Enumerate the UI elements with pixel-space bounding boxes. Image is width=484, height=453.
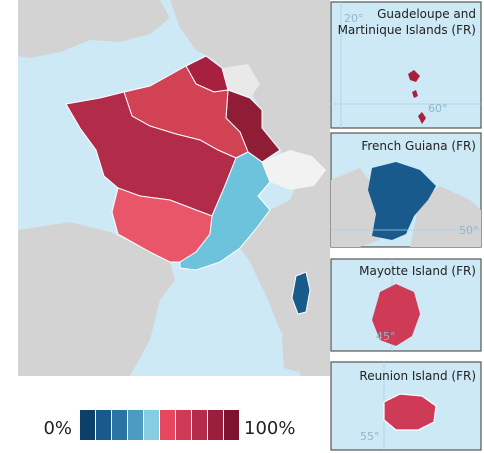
guadeloupe-island xyxy=(408,70,420,82)
reunion-island xyxy=(383,393,437,431)
color-legend: 0% 100% xyxy=(43,410,295,440)
main-map xyxy=(18,0,330,376)
legend-cell xyxy=(144,410,159,440)
inset-title: Mayotte Island (FR) xyxy=(359,264,476,278)
legend-min-label: 0% xyxy=(43,418,72,439)
legend-cell xyxy=(176,410,191,440)
graticule-label: 60° xyxy=(428,102,448,115)
french-guiana-territory xyxy=(368,162,436,240)
legend-cell xyxy=(192,410,207,440)
graticule-label: 50° xyxy=(459,224,479,237)
inset-guadeloupe-martinique: 20° 60° Guadeloupe and Martinique Island… xyxy=(330,1,482,129)
neighbor-land-east xyxy=(170,0,330,376)
graticule-label: 55° xyxy=(360,430,380,443)
neighbor-land xyxy=(331,168,380,247)
graticule-label: 45° xyxy=(376,330,396,343)
inset-title: French Guiana (FR) xyxy=(361,139,476,153)
inset-title: Guadeloupe and xyxy=(377,7,476,21)
guadeloupe-island-small xyxy=(412,90,418,98)
switzerland-land xyxy=(262,150,326,190)
legend-cell xyxy=(128,410,143,440)
martinique-island xyxy=(418,112,426,124)
legend-cell xyxy=(224,410,239,440)
inset-reunion: 55° Reunion Island (FR) xyxy=(330,361,482,451)
spain-land xyxy=(18,222,175,376)
legend-max-label: 100% xyxy=(244,418,295,439)
legend-cell xyxy=(208,410,223,440)
region-corsica xyxy=(291,271,311,315)
legend-cell xyxy=(80,410,95,440)
inset-frame xyxy=(330,1,482,129)
graticule-label: 20° xyxy=(344,12,364,25)
inset-title: Reunion Island (FR) xyxy=(359,369,476,383)
neighbor-land xyxy=(410,186,481,247)
inset-title: Martinique Islands (FR) xyxy=(338,23,476,37)
legend-cell xyxy=(112,410,127,440)
inset-mayotte: 45° Mayotte Island (FR) xyxy=(330,258,482,352)
uk-landmass xyxy=(18,0,170,58)
mayotte-island xyxy=(372,284,420,346)
region-southeast xyxy=(179,151,271,271)
legend-scale xyxy=(80,410,239,440)
sardinia-land xyxy=(282,314,306,372)
belgium-land xyxy=(222,64,260,98)
inset-french-guiana: 50° French Guiana (FR) xyxy=(330,132,482,248)
legend-cell xyxy=(160,410,175,440)
legend-cell xyxy=(96,410,111,440)
